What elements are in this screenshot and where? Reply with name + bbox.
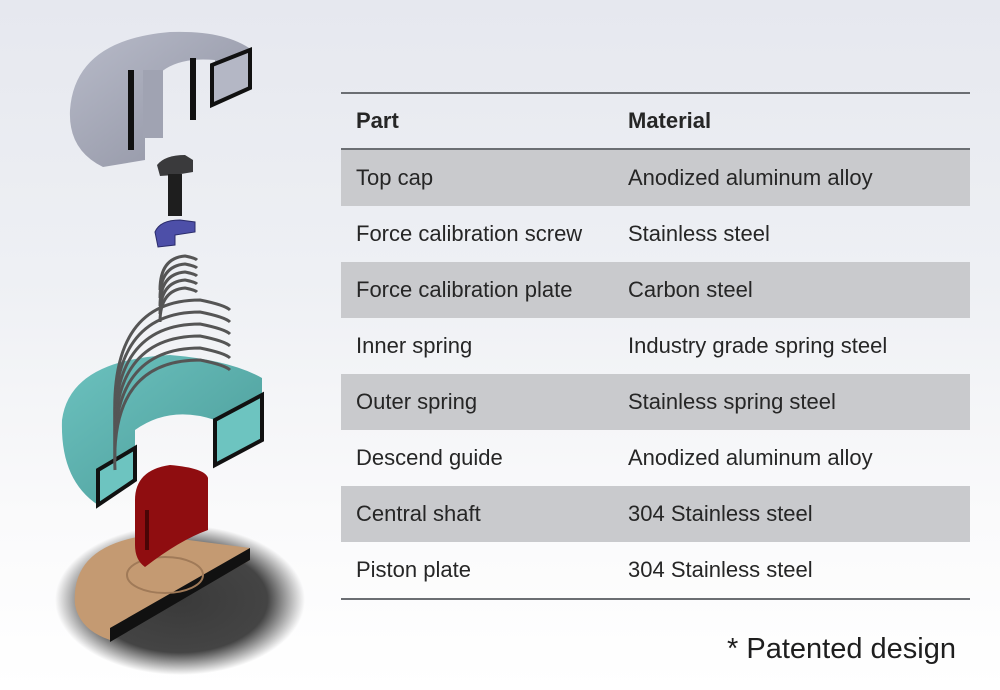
table-row: Central shaft 304 Stainless steel [341,486,970,542]
inner-spring-part [158,254,199,323]
cell-part: Piston plate [356,557,471,582]
cell-material: Stainless spring steel [628,389,836,414]
cell-material: 304 Stainless steel [628,557,813,582]
cell-material: Carbon steel [628,277,753,302]
header-part: Part [356,108,399,133]
piston-plate-part [74,535,251,642]
cell-material: Anodized aluminum alloy [628,165,873,190]
top-cap-part [69,31,252,168]
cell-material: Industry grade spring steel [628,333,888,358]
cell-material: Stainless steel [628,221,770,246]
cell-part: Top cap [356,165,434,190]
cell-part: Inner spring [356,333,473,358]
table-row: Inner spring Industry grade spring steel [341,318,970,374]
cell-part: Outer spring [356,389,478,414]
table-row: Outer spring Stainless spring steel [341,374,970,430]
cell-part: Force calibration plate [356,277,573,302]
table-header: Part Material [341,94,970,150]
cell-part: Descend guide [356,445,503,470]
force-calibration-plate-part [154,219,196,248]
table-row: Descend guide Anodized aluminum alloy [341,430,970,486]
cell-material: 304 Stainless steel [628,501,813,526]
table-row: Force calibration plate Carbon steel [341,262,970,318]
outer-spring-part [113,298,232,471]
table-row: Piston plate 304 Stainless steel [341,542,970,598]
cell-part: Force calibration screw [356,221,583,246]
cell-part: Central shaft [356,501,481,526]
cell-material: Anodized aluminum alloy [628,445,873,470]
header-material: Material [628,108,712,133]
patent-footnote: * Patented design [727,633,956,665]
descend-guide-part [61,355,264,509]
force-calibration-screw-part [157,155,193,216]
table-row: Top cap Anodized aluminum alloy [341,150,970,206]
exploded-assembly-illustration [55,31,305,675]
table-row: Force calibration screw Stainless steel [341,206,970,262]
central-shaft-part [135,465,208,567]
parts-material-table: Part Material Top cap Anodized aluminum … [341,92,970,600]
